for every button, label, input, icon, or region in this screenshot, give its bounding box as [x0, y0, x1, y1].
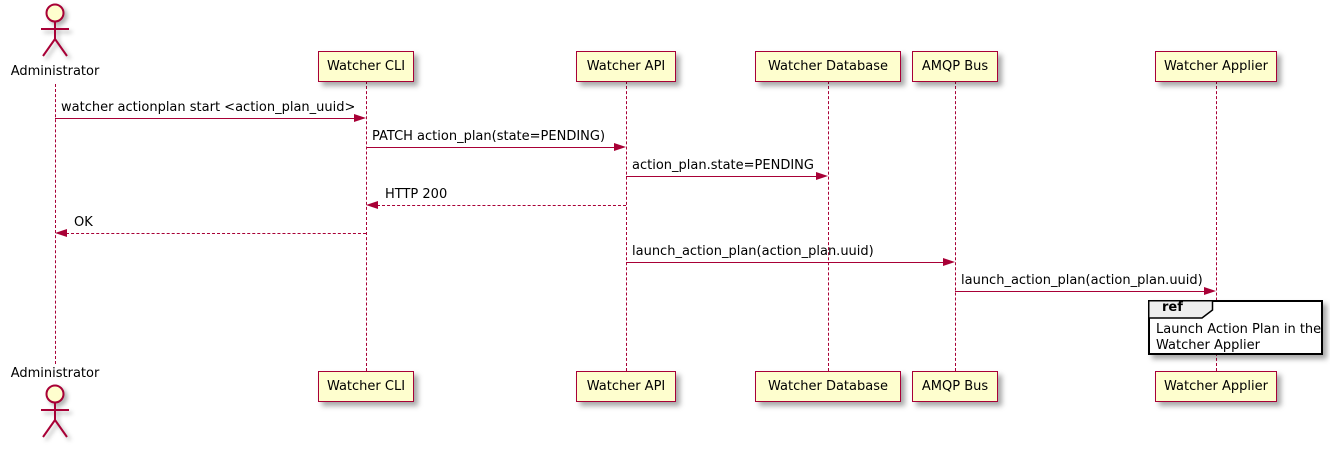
participant-box-top: Watcher Applier: [1155, 51, 1277, 82]
lifeline: [827, 81, 829, 371]
participant-box-bottom: Watcher Database: [755, 371, 901, 402]
participant-box-bottom: Watcher API: [576, 371, 676, 402]
message-label: OK: [74, 215, 93, 230]
arrowhead-icon: [943, 258, 955, 266]
actor-figure-top: [35, 3, 75, 65]
message-label: launch_action_plan(action_plan.uuid): [961, 273, 1203, 288]
arrowhead-icon: [1204, 287, 1216, 295]
participant-box-bottom: Watcher Applier: [1155, 371, 1277, 402]
lifeline: [54, 84, 56, 364]
actor-label-bottom: Administrator: [10, 366, 100, 381]
actor-label-top: Administrator: [10, 64, 100, 79]
arrowhead-icon: [55, 229, 67, 237]
message-label: launch_action_plan(action_plan.uuid): [632, 244, 874, 259]
lifeline: [625, 81, 627, 371]
actor-icon: [41, 384, 69, 438]
ref-body: Launch Action Plan in the Watcher Applie…: [1150, 302, 1321, 354]
ref-text-line: Launch Action Plan in the: [1156, 322, 1322, 337]
message-line: [626, 262, 944, 263]
message-line: [366, 147, 615, 148]
message-label: watcher actionplan start <action_plan_uu…: [61, 100, 356, 115]
participant-box-top: AMQP Bus: [912, 51, 998, 82]
message-line: [626, 176, 817, 177]
arrowhead-icon: [816, 172, 828, 180]
ref-tab-shape: [1148, 300, 1214, 319]
message-line: [955, 291, 1205, 292]
ref-tab: ref: [1148, 300, 1214, 319]
actor-figure-bottom: [35, 384, 75, 446]
message-line: [377, 205, 626, 206]
participant-box-bottom: AMQP Bus: [912, 371, 998, 402]
ref-fragment: ref Launch Action Plan in the Watcher Ap…: [1148, 300, 1323, 355]
message-label: action_plan.state=PENDING: [632, 158, 814, 173]
lifeline: [954, 81, 956, 371]
participant-box-top: Watcher CLI: [318, 51, 414, 82]
arrowhead-icon: [614, 143, 626, 151]
message-label: HTTP 200: [385, 187, 448, 202]
participant-box-bottom: Watcher CLI: [318, 371, 414, 402]
actor-icon: [41, 3, 69, 57]
message-label: PATCH action_plan(state=PENDING): [372, 129, 606, 144]
arrowhead-icon: [354, 114, 366, 122]
message-line: [66, 233, 366, 234]
participant-box-top: Watcher Database: [755, 51, 901, 82]
arrowhead-icon: [366, 201, 378, 209]
ref-keyword: ref: [1162, 300, 1183, 315]
lifeline: [1215, 81, 1217, 371]
message-line: [55, 118, 355, 119]
participant-box-top: Watcher API: [576, 51, 676, 82]
lifeline: [365, 81, 367, 371]
ref-text-line: Watcher Applier: [1156, 338, 1260, 353]
